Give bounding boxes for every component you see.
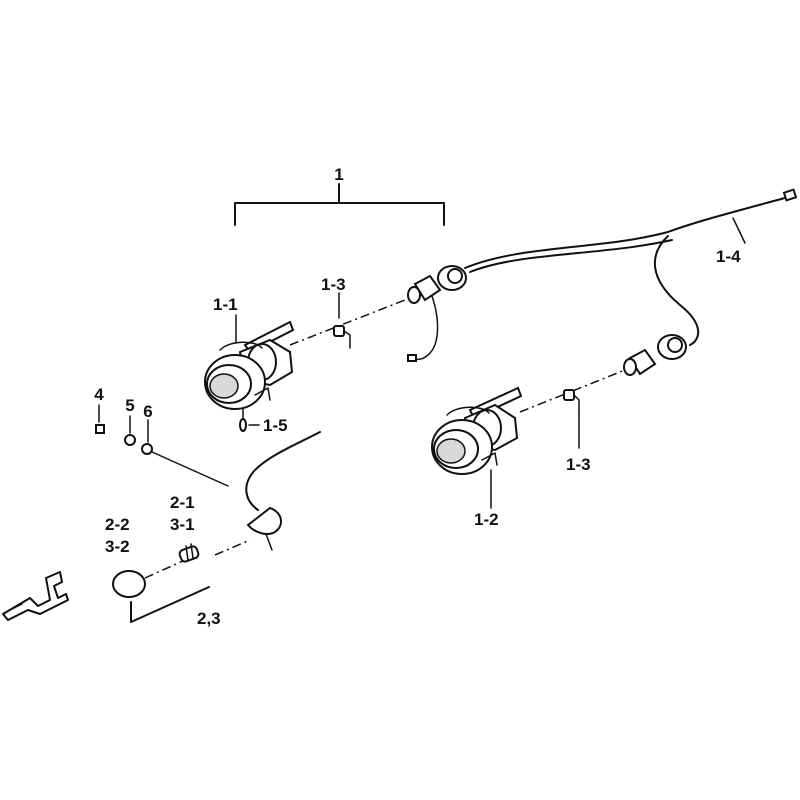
label-3-1: 3-1 bbox=[170, 515, 195, 534]
left-connector bbox=[407, 265, 467, 362]
label-1-5: 1-5 bbox=[263, 416, 288, 435]
front-direction-arrow bbox=[2, 571, 69, 621]
assembly-1-bracket bbox=[234, 183, 445, 226]
label-2-3: 2,3 bbox=[197, 609, 221, 628]
fog-lamp-right bbox=[431, 386, 523, 509]
label-1-3-bottom: 1-3 bbox=[566, 455, 591, 474]
bolt-1-3-right bbox=[563, 389, 580, 449]
side-marker-lamp bbox=[112, 431, 321, 623]
label-1-1: 1-1 bbox=[213, 295, 238, 314]
label-6: 6 bbox=[143, 402, 152, 421]
small-parts-4-5-6 bbox=[95, 404, 229, 487]
label-1: 1 bbox=[334, 165, 343, 184]
fog-lamp-left bbox=[204, 314, 295, 410]
label-3-2: 3-2 bbox=[105, 537, 130, 556]
bolt-1-3-left bbox=[333, 292, 351, 349]
label-2-2: 2-2 bbox=[105, 515, 130, 534]
label-1-4: 1-4 bbox=[716, 247, 741, 266]
label-1-2: 1-2 bbox=[474, 510, 499, 529]
label-1-3-top: 1-3 bbox=[321, 275, 346, 294]
wiring-harness bbox=[464, 188, 798, 346]
label-4: 4 bbox=[94, 385, 104, 404]
right-connector bbox=[623, 334, 687, 376]
screw-1-5 bbox=[239, 407, 260, 432]
label-2-1: 2-1 bbox=[170, 493, 195, 512]
label-5: 5 bbox=[125, 396, 134, 415]
